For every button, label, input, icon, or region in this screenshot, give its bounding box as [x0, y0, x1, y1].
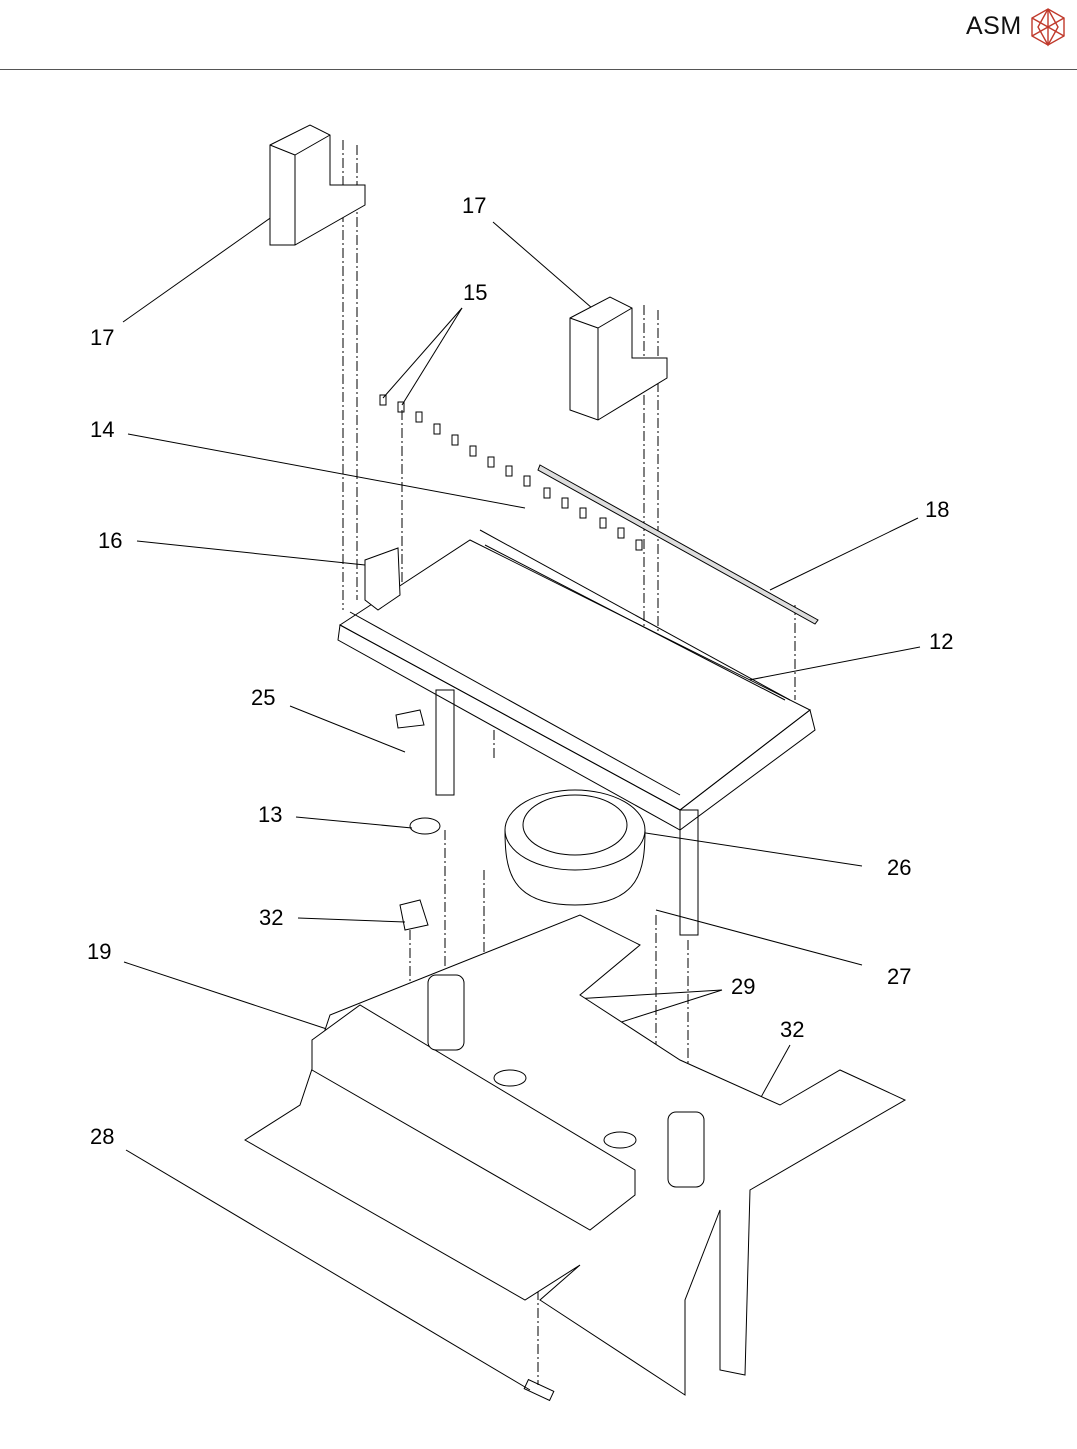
callout-15: 15 [463, 280, 487, 306]
callout-26: 26 [887, 855, 911, 881]
part-17-left [270, 125, 365, 245]
callout-29: 29 [731, 974, 755, 1000]
callout-19: 19 [87, 939, 111, 965]
part-25 [396, 710, 424, 728]
shaft-right [680, 810, 698, 935]
callout-17: 17 [90, 325, 114, 351]
callout-12: 12 [929, 629, 953, 655]
part-28-pin [524, 1380, 554, 1401]
callout-32: 32 [259, 905, 283, 931]
part-13 [410, 818, 440, 834]
callout-27: 27 [887, 964, 911, 990]
callout-17: 17 [462, 193, 486, 219]
callout-13: 13 [258, 802, 282, 828]
part-17-right [570, 297, 667, 420]
part-32-clip-left [400, 900, 428, 930]
part-26-bellows [505, 790, 645, 905]
part-12-plate [338, 530, 815, 830]
part-19-base [245, 915, 905, 1395]
screw-row [380, 395, 642, 550]
callout-14: 14 [90, 417, 114, 443]
shaft-left [436, 690, 454, 795]
callout-32: 32 [780, 1017, 804, 1043]
callout-28: 28 [90, 1124, 114, 1150]
callout-25: 25 [251, 685, 275, 711]
callout-18: 18 [925, 497, 949, 523]
callout-16: 16 [98, 528, 122, 554]
